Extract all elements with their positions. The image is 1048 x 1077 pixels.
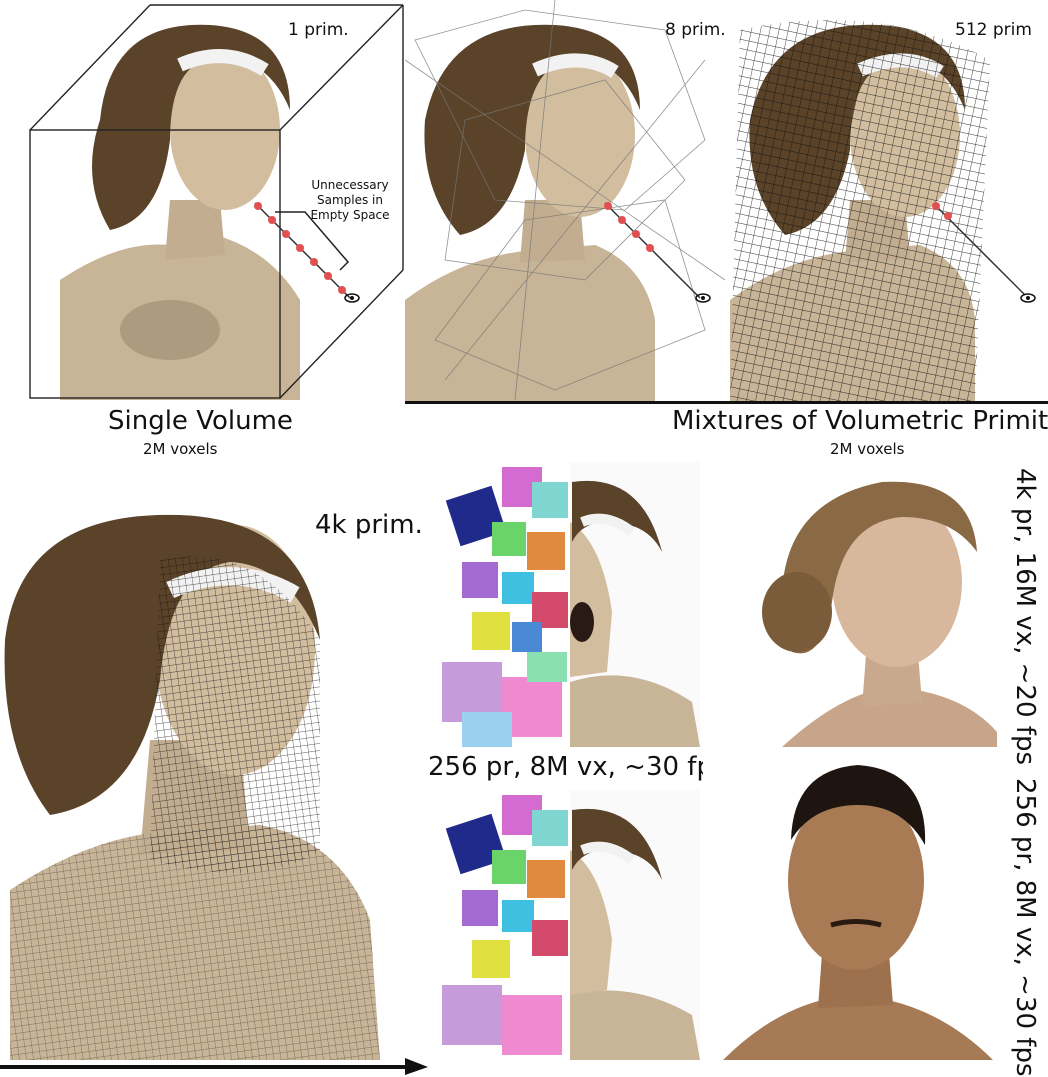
- panel-512-prim: 512 prim: [730, 0, 1048, 402]
- ray-samples: [254, 202, 351, 299]
- panel-single-volume: 1 prim. Unnecessary Samples in Empty Spa…: [0, 0, 405, 405]
- arrow-right-icon: [0, 1058, 428, 1075]
- prim-label: 1 prim.: [288, 20, 349, 40]
- single-volume-title: Single Volume: [108, 406, 293, 436]
- eight-prim-illustration: [405, 0, 726, 402]
- eye-icon: [344, 293, 360, 303]
- portrait-man: [703, 750, 1003, 1060]
- prim-label: 512 prim: [955, 20, 1032, 40]
- mixture-title: Mixtures of Volumetric Primiti: [672, 406, 1048, 436]
- vertical-caption-bottom: 256 pr, 8M vx, ~30 fps: [1010, 778, 1040, 1077]
- eye-icon: [1020, 293, 1036, 303]
- mixture-sub: 2M voxels: [830, 440, 905, 458]
- primitives-visual-top: [432, 462, 700, 747]
- eye-icon: [695, 293, 711, 303]
- annotation: Unnecessary Samples in Empty Space: [310, 178, 390, 222]
- 4k-prim-illustration: [4, 514, 380, 1060]
- prim-label: 8 prim.: [665, 20, 726, 40]
- vertical-caption-top: 4k pr, 16M vx, ~20 fps: [1010, 468, 1040, 766]
- portrait-woman: [722, 462, 997, 747]
- divider-line: [405, 401, 1048, 404]
- panel-8-prim: 8 prim.: [405, 0, 730, 402]
- panel-4k-prim: 4k prim.: [0, 470, 430, 1060]
- primitives-visual-bottom: [432, 790, 700, 1060]
- prim-label: 4k prim.: [315, 510, 423, 540]
- single-volume-illustration: [29, 4, 404, 400]
- 512-prim-illustration: [730, 20, 1036, 402]
- middle-caption: 256 pr, 8M vx, ~30 fps: [428, 752, 727, 782]
- single-volume-sub: 2M voxels: [143, 440, 218, 458]
